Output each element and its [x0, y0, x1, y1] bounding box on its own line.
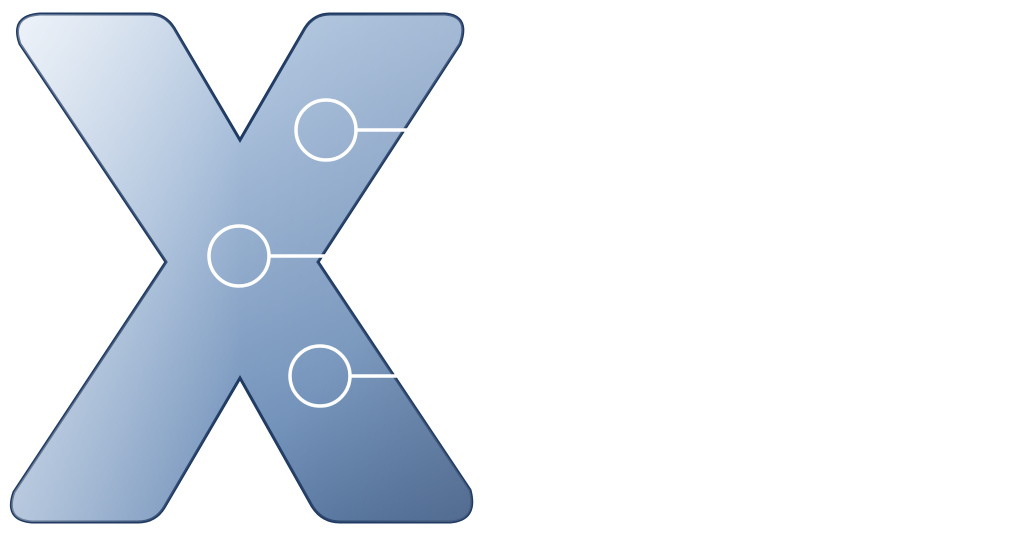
connector-2	[207, 224, 448, 288]
label-gleitschleiftechnik[interactable]: GLEITSCHLEIFTECHNIK	[532, 111, 948, 149]
connector-3	[288, 344, 523, 408]
x-letter-icon	[9, 12, 474, 524]
label-umwelttechnik[interactable]: UMWELTTECHNIK	[530, 362, 841, 400]
connector-1	[294, 98, 525, 162]
label-inspektionstechnik[interactable]: INSPEKTIONSTECHNIK	[455, 238, 855, 276]
